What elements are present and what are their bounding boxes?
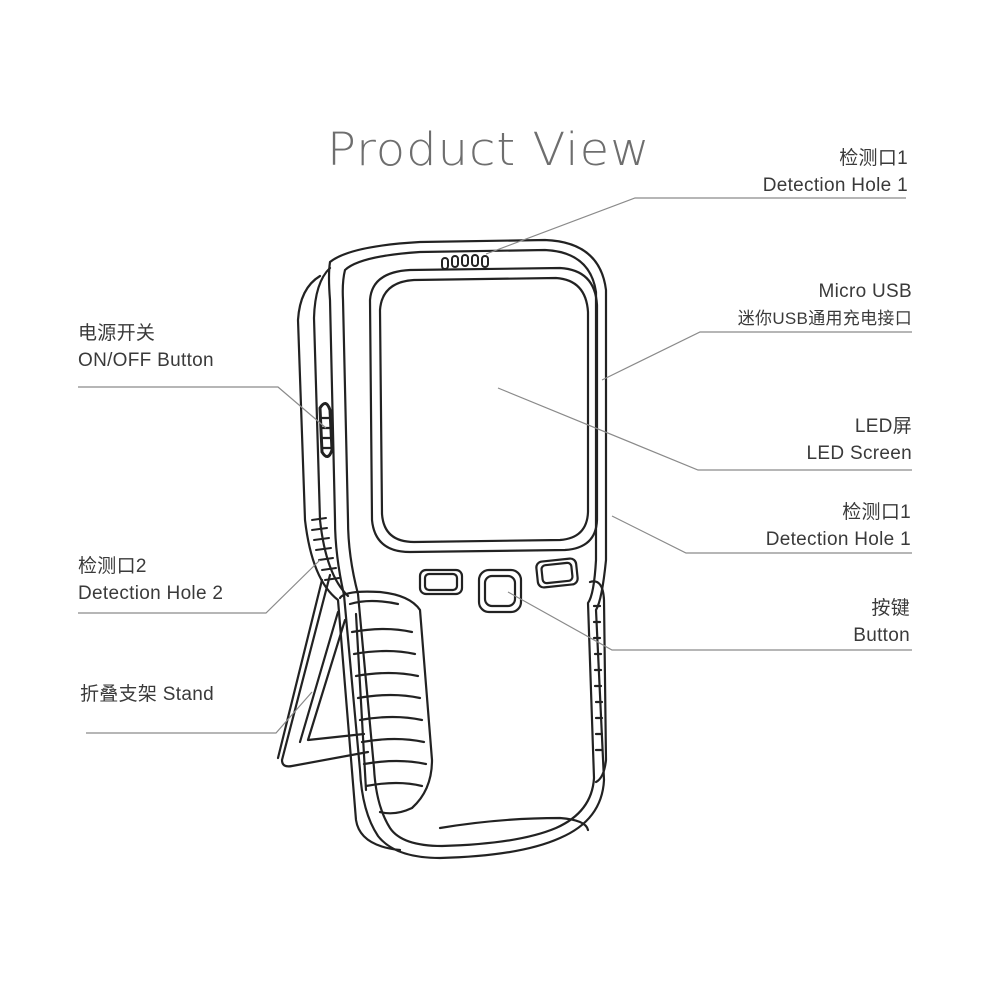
- callout-en: Micro USB: [818, 281, 912, 302]
- leader-detection-hole-1-top: [485, 197, 906, 255]
- leader-led-screen: [497, 387, 912, 471]
- leader-lines: [78, 197, 912, 734]
- device-side-shell: [296, 266, 402, 852]
- callout-zh: 检测口2: [78, 556, 147, 577]
- callout-en: Button: [853, 625, 910, 646]
- button-icon: [418, 557, 579, 614]
- callout-en: Detection Hole 2: [78, 583, 224, 604]
- power-switch-icon: [318, 402, 334, 458]
- callout-led-screen: LED屏 LED Screen: [807, 413, 912, 467]
- device-bottom-lip: [438, 816, 590, 832]
- callout-stand: 折叠支架 Stand: [80, 681, 214, 708]
- callout-en: LED Screen: [806, 443, 912, 464]
- detection-hole-1-top-icon: [441, 254, 489, 270]
- callout-zh: 检测口1: [839, 148, 908, 169]
- leader-detection-hole-1-side: [611, 515, 912, 554]
- callout-on-off-button: 电源开关 ON/OFF Button: [78, 320, 214, 374]
- callout-zh: 迷你USB通用充电接口: [737, 309, 912, 328]
- device-body: [327, 238, 608, 860]
- callout-zh: LED屏: [854, 416, 912, 437]
- callout-en: ON/OFF Button: [78, 350, 214, 371]
- callout-detection-hole-1-side: 检测口1 Detection Hole 1: [766, 499, 911, 553]
- leader-stand: [86, 691, 313, 734]
- leader-button: [507, 591, 912, 651]
- leader-micro-usb: [601, 331, 912, 381]
- callout-micro-usb: Micro USB 迷你USB通用充电接口: [738, 278, 912, 332]
- callout-zh: 检测口1: [842, 502, 911, 523]
- callout-en: Detection Hole 1: [762, 175, 908, 196]
- detection-hole-2-icon: [311, 517, 340, 581]
- callout-detection-hole-2: 检测口2 Detection Hole 2: [78, 553, 223, 607]
- leader-detection-hole-2: [78, 559, 321, 614]
- callout-zh: 电源开关: [78, 323, 156, 344]
- side-grip-right: [588, 580, 608, 784]
- callout-button: 按键 Button: [853, 595, 910, 649]
- callout-zh: 按键: [871, 598, 910, 619]
- grip-ribs: [338, 590, 434, 815]
- stand-icon: [276, 573, 370, 768]
- callout-en: Stand: [162, 684, 214, 705]
- callout-en: Detection Hole 1: [765, 529, 911, 550]
- callout-zh: 折叠支架: [80, 684, 158, 705]
- callout-detection-hole-1-top: 检测口1 Detection Hole 1: [763, 145, 908, 199]
- led-screen: [368, 266, 599, 554]
- diagram-title: Product View: [327, 123, 651, 177]
- leader-on-off: [78, 386, 327, 429]
